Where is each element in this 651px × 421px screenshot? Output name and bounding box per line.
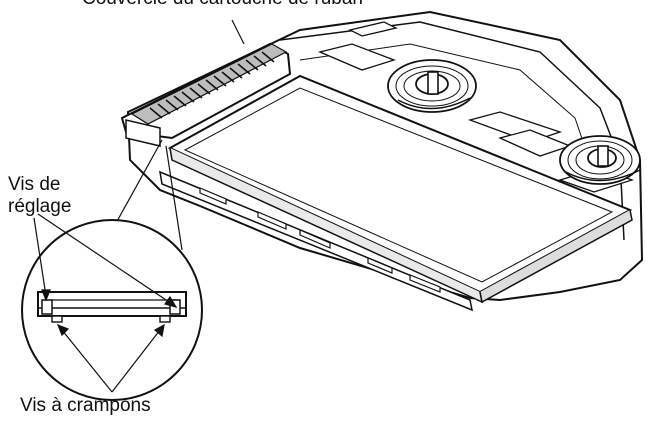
rear-rail-inner bbox=[299, 43, 593, 169]
clamp-screw-arrows bbox=[56, 323, 165, 393]
adjust-screw-arrows bbox=[33, 213, 178, 308]
ribbon-cover-label: Couvercle du cartouche de ruban bbox=[82, 0, 363, 10]
magnifier-leader-right bbox=[165, 145, 183, 251]
adjust-screw-label-line2: réglage bbox=[8, 196, 72, 217]
detail-cover-section bbox=[37, 291, 187, 317]
adjust-screw-label: Vis de réglage bbox=[8, 174, 71, 218]
ribbon-spool-hub-left bbox=[387, 59, 477, 113]
connector-front-face bbox=[125, 119, 161, 147]
connector-ribs bbox=[149, 51, 275, 119]
detail-clamp-screws bbox=[51, 315, 171, 323]
cartridge-cover-frame bbox=[183, 87, 614, 283]
clamp-screw-label: Vis à crampons bbox=[20, 395, 151, 416]
ribbon-spool-hub-right bbox=[559, 135, 641, 185]
cartridge-cover-side bbox=[479, 209, 633, 304]
front-rail-slots bbox=[199, 187, 441, 293]
top-callout-leader bbox=[231, 19, 245, 45]
adjust-screw-label-line1: Vis de bbox=[8, 174, 61, 195]
